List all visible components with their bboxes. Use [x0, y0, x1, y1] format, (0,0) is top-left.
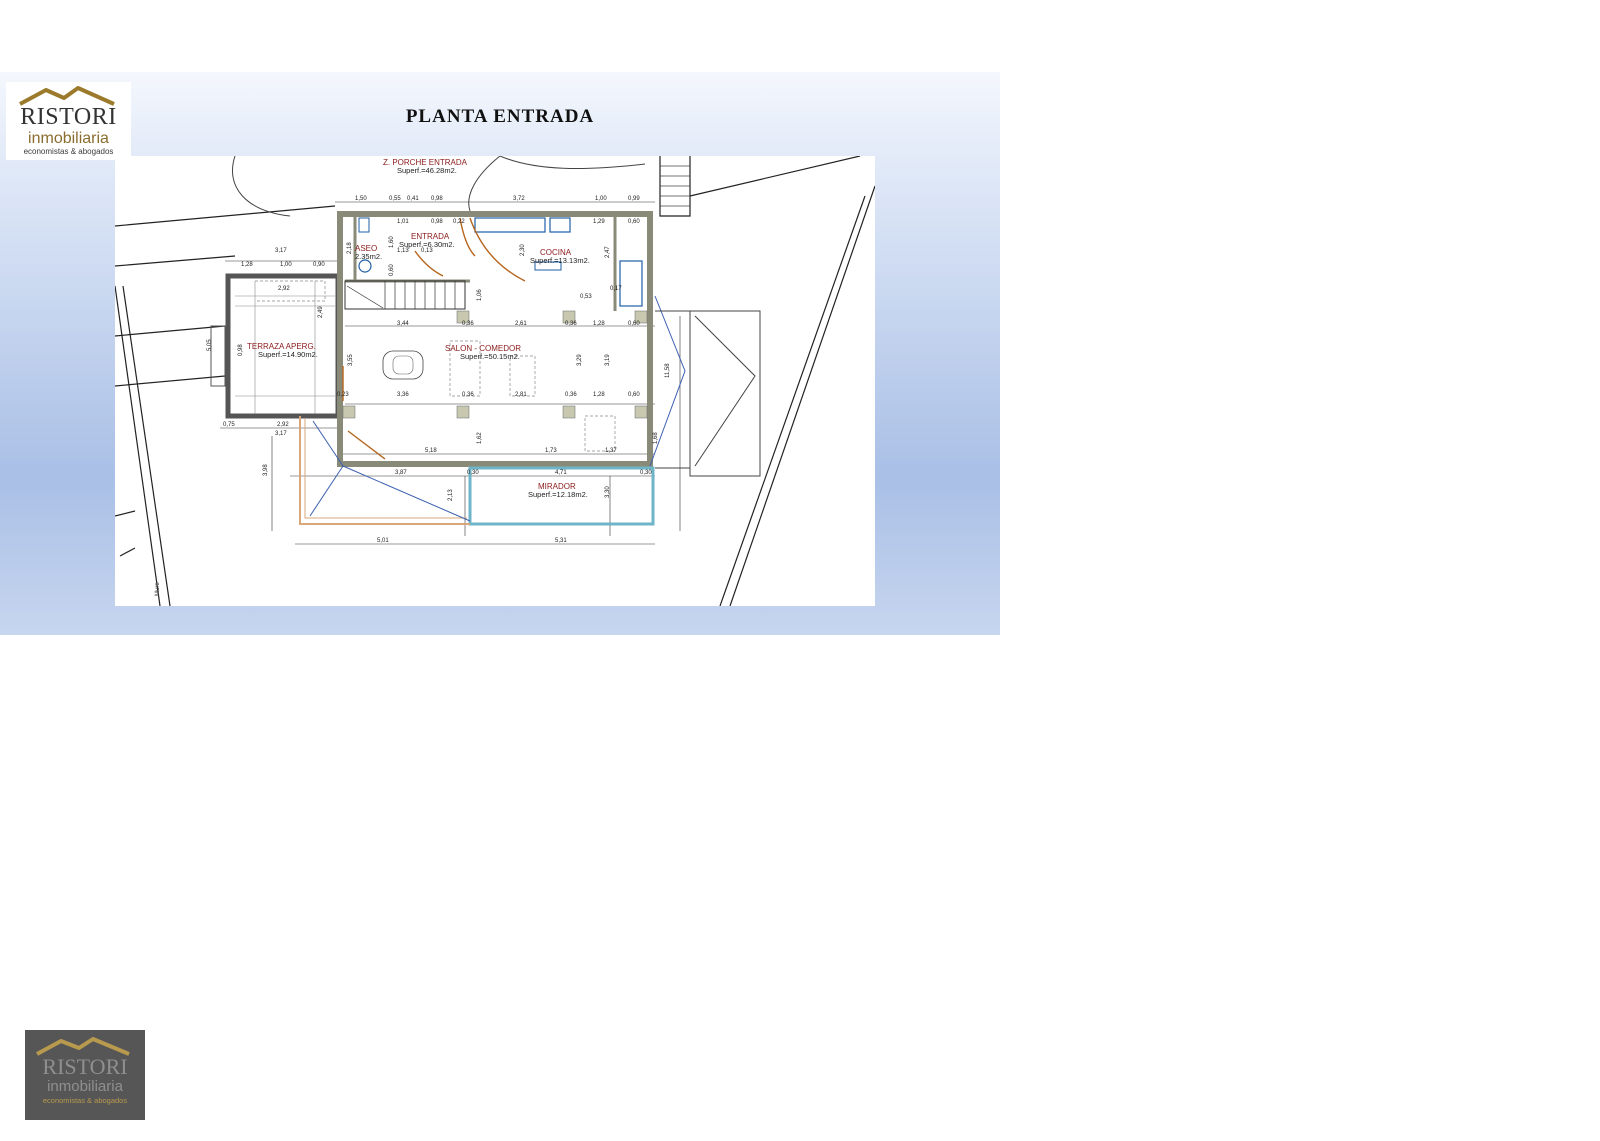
brand-name: RISTORI — [20, 104, 117, 130]
dim-label: 0,98 — [238, 344, 244, 356]
dim-label: 1,68 — [653, 432, 659, 444]
room-label-mirador: MIRADOR — [538, 482, 576, 491]
dim-label: 1,60 — [389, 236, 395, 248]
footer-brand-tagline: economistas & abogados — [42, 1096, 128, 1105]
dim-label: 1,00 — [280, 262, 292, 268]
dim-label: 1,28 — [593, 392, 605, 398]
room-label-salon: SALON - COMEDOR — [445, 344, 522, 353]
footer-brand-sub: inmobiliaria — [47, 1078, 123, 1095]
dim-label: 1,06 — [477, 289, 483, 301]
dim-label: 0,60 — [628, 219, 640, 225]
dim-label: 3,29 — [577, 354, 583, 366]
dim-label: 1,13 — [397, 248, 409, 254]
dim-label: 0,17 — [610, 286, 622, 292]
dim-label: 1,73 — [545, 448, 557, 454]
dim-label: 2,47 — [605, 246, 611, 258]
room-area-terraza: Superf.=14.90m2. — [258, 350, 318, 359]
page-title: PLANTA ENTRADA — [405, 106, 595, 127]
brand-logo: RISTORI inmobiliaria economistas & aboga… — [6, 82, 131, 160]
dim-label: 1,50 — [355, 196, 367, 202]
dim-label: 2,92 — [278, 286, 290, 292]
footer-brand-name: RISTORI — [42, 1054, 128, 1079]
dim-label: 5,31 — [555, 538, 567, 544]
dim-label: 0,60 — [389, 264, 395, 276]
floor-plan: Z. PORCHE ENTRADA Superf.=46.28m2. ENTRA… — [115, 156, 875, 606]
dim-label: 0,99 — [628, 196, 640, 202]
dim-label: 0,13 — [421, 248, 433, 254]
room-area-aseo: 2.35m2. — [355, 252, 383, 261]
room-area-salon: Superf.=50.15m2. — [460, 352, 520, 361]
dim-label: 3,30 — [605, 486, 611, 498]
room-label-aseo: ASEO — [355, 244, 378, 253]
dim-label: 3,44 — [397, 321, 409, 327]
dim-label: 5,01 — [377, 538, 389, 544]
floor-plan-drawing — [115, 156, 875, 606]
dim-label: 0,75 — [223, 422, 235, 428]
room-area-mirador: Superf.=12.18m2. — [528, 490, 588, 499]
dim-label: 0,55 — [389, 196, 401, 202]
dim-label: 0,98 — [431, 219, 443, 225]
dim-label: 2,18 — [347, 242, 353, 254]
brand-tagline: economistas & abogados — [23, 147, 114, 156]
dim-label: 0,36 — [565, 321, 577, 327]
dim-label: 5,18 — [425, 448, 437, 454]
dim-label: 0,60 — [628, 392, 640, 398]
dim-label: 3,17 — [275, 248, 287, 254]
dim-label: 0,90 — [313, 262, 325, 268]
room-label-terraza: TERRAZA APERG. — [247, 342, 316, 351]
dim-label: 3,98 — [263, 464, 269, 476]
dim-label: 1,01 — [397, 219, 409, 225]
dim-label: 1,37 — [605, 448, 617, 454]
dim-label: 0,98 — [431, 196, 443, 202]
room-area-entrada: Superf.=6.30m2. — [399, 240, 455, 249]
dim-label: 2,30 — [520, 244, 526, 256]
dim-label: 2,49 — [318, 306, 324, 318]
dim-label: 2,13 — [448, 489, 454, 501]
dim-label: 11,58 — [665, 363, 671, 378]
room-area-porche: Superf.=46.28m2. — [397, 166, 457, 175]
dim-label: 0,30 — [640, 470, 652, 476]
dim-label: 1,28 — [593, 321, 605, 327]
dim-label: 4,71 — [555, 470, 567, 476]
brand-sub: inmobiliaria — [28, 130, 109, 147]
dim-label: 1,28 — [241, 262, 253, 268]
wall-label: Muro — [155, 582, 161, 596]
dim-label: 0,60 — [628, 321, 640, 327]
dim-label: 3,87 — [395, 470, 407, 476]
dim-label: 0,41 — [407, 196, 419, 202]
room-label-entrada: ENTRADA — [411, 232, 450, 241]
roof-icon — [19, 86, 115, 106]
dim-label: 2,81 — [515, 392, 527, 398]
dim-label: 0,36 — [462, 392, 474, 398]
dim-label: 3,72 — [513, 196, 525, 202]
dim-label: 1,00 — [595, 196, 607, 202]
dim-label: 0,22 — [453, 219, 465, 225]
room-label-cocina: COCINA — [540, 248, 572, 257]
dim-label: 3,17 — [275, 431, 287, 437]
dim-label: 0,30 — [467, 470, 479, 476]
dim-label: 5,05 — [207, 339, 213, 351]
dim-label: 3,19 — [605, 354, 611, 366]
room-area-cocina: Superf.=13.13m2. — [530, 256, 590, 265]
footer-logo: RISTORI inmobiliaria economistas & aboga… — [25, 1030, 145, 1120]
dim-label: 1,62 — [477, 432, 483, 444]
dim-label: 0,36 — [565, 392, 577, 398]
dim-label: 2,61 — [515, 321, 527, 327]
dim-label: 0,53 — [580, 294, 592, 300]
roof-icon — [36, 1037, 130, 1056]
dim-label: 3,55 — [348, 354, 354, 366]
dim-label: 2,92 — [277, 422, 289, 428]
dim-label: 1,29 — [593, 219, 605, 225]
room-label-porche: Z. PORCHE ENTRADA — [383, 158, 468, 167]
dim-label: 0,23 — [337, 392, 349, 398]
dim-label: 3,36 — [397, 392, 409, 398]
dim-label: 0,36 — [462, 321, 474, 327]
